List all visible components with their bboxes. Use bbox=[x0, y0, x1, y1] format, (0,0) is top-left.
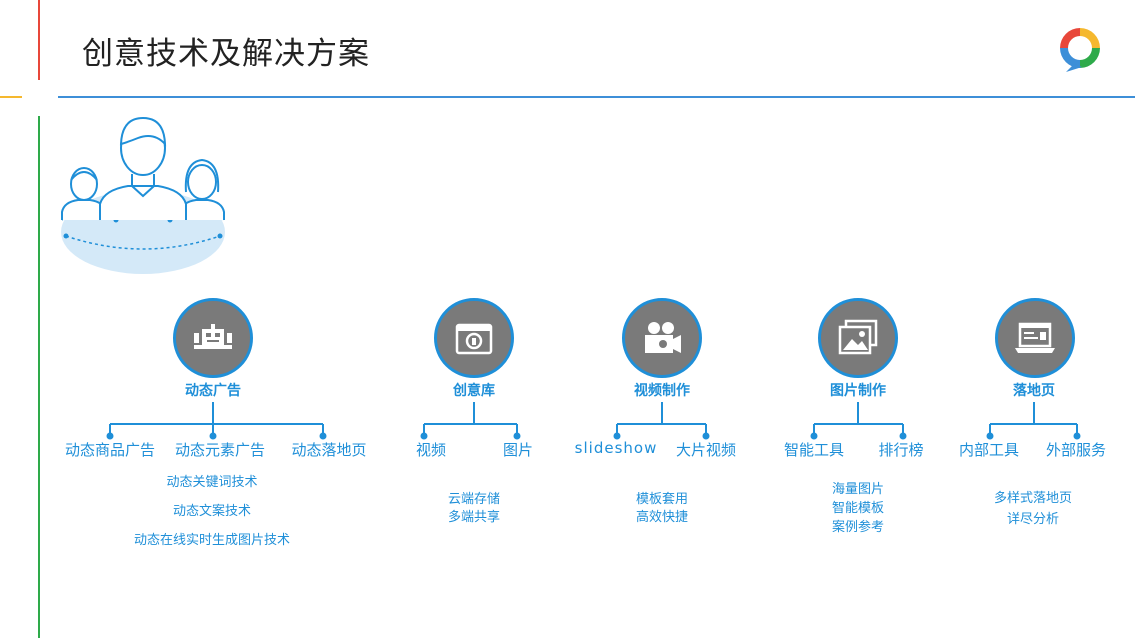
node-video-production bbox=[622, 298, 702, 378]
desc-item: 智能模板 bbox=[831, 501, 885, 516]
page-title: 创意技术及解决方案 bbox=[82, 36, 370, 72]
robot-icon bbox=[194, 324, 232, 349]
desc-item: 模板套用 bbox=[635, 492, 689, 507]
leaf-item: 智能工具 bbox=[783, 441, 845, 459]
leaf-item: 动态落地页 bbox=[291, 441, 367, 459]
title-divider bbox=[58, 96, 1135, 98]
red-accent-line bbox=[38, 0, 40, 80]
desc-item: 高效快捷 bbox=[635, 510, 689, 525]
leaf-item: slideshow bbox=[574, 439, 658, 457]
desc-item: 动态在线实时生成图片技术 bbox=[133, 533, 291, 548]
desc-item: 动态关键词技术 bbox=[166, 475, 258, 490]
leaf-item: 排行榜 bbox=[878, 441, 924, 459]
node-image-production bbox=[818, 298, 898, 378]
node-dynamic-ads bbox=[173, 298, 253, 378]
picture-icon bbox=[838, 319, 878, 355]
brand-logo-icon bbox=[1060, 28, 1100, 72]
category-label: 动态广告 bbox=[185, 383, 241, 399]
desc-item: 详尽分析 bbox=[1006, 512, 1060, 527]
idea-box-icon bbox=[455, 323, 493, 355]
video-camera-icon bbox=[645, 322, 681, 353]
desc-item: 多样式落地页 bbox=[993, 491, 1073, 506]
category-label: 创意库 bbox=[453, 383, 495, 399]
desc-item: 动态文案技术 bbox=[172, 504, 252, 519]
desc-item: 云端存储 bbox=[447, 492, 501, 507]
laptop-icon bbox=[1015, 322, 1055, 353]
category-label: 落地页 bbox=[1013, 383, 1055, 399]
yellow-accent-line bbox=[0, 96, 22, 98]
category-label: 视频制作 bbox=[634, 383, 690, 399]
leaf-item: 大片视频 bbox=[675, 441, 737, 459]
leaf-item: 动态商品广告 bbox=[64, 441, 156, 459]
green-accent-line bbox=[38, 116, 40, 638]
leaf-item: 图片 bbox=[502, 441, 534, 459]
leaf-item: 内部工具 bbox=[958, 441, 1020, 459]
people-group-icon bbox=[61, 116, 225, 274]
desc-item: 多端共享 bbox=[447, 510, 501, 525]
desc-item: 海量图片 bbox=[831, 482, 885, 497]
node-creative-library bbox=[434, 298, 514, 378]
leaf-item: 外部服务 bbox=[1045, 441, 1107, 459]
leaf-item: 动态元素广告 bbox=[174, 441, 266, 459]
category-label: 图片制作 bbox=[830, 383, 886, 399]
desc-item: 案例参考 bbox=[831, 520, 885, 535]
leaf-item: 视频 bbox=[415, 441, 447, 459]
node-landing-page bbox=[995, 298, 1075, 378]
